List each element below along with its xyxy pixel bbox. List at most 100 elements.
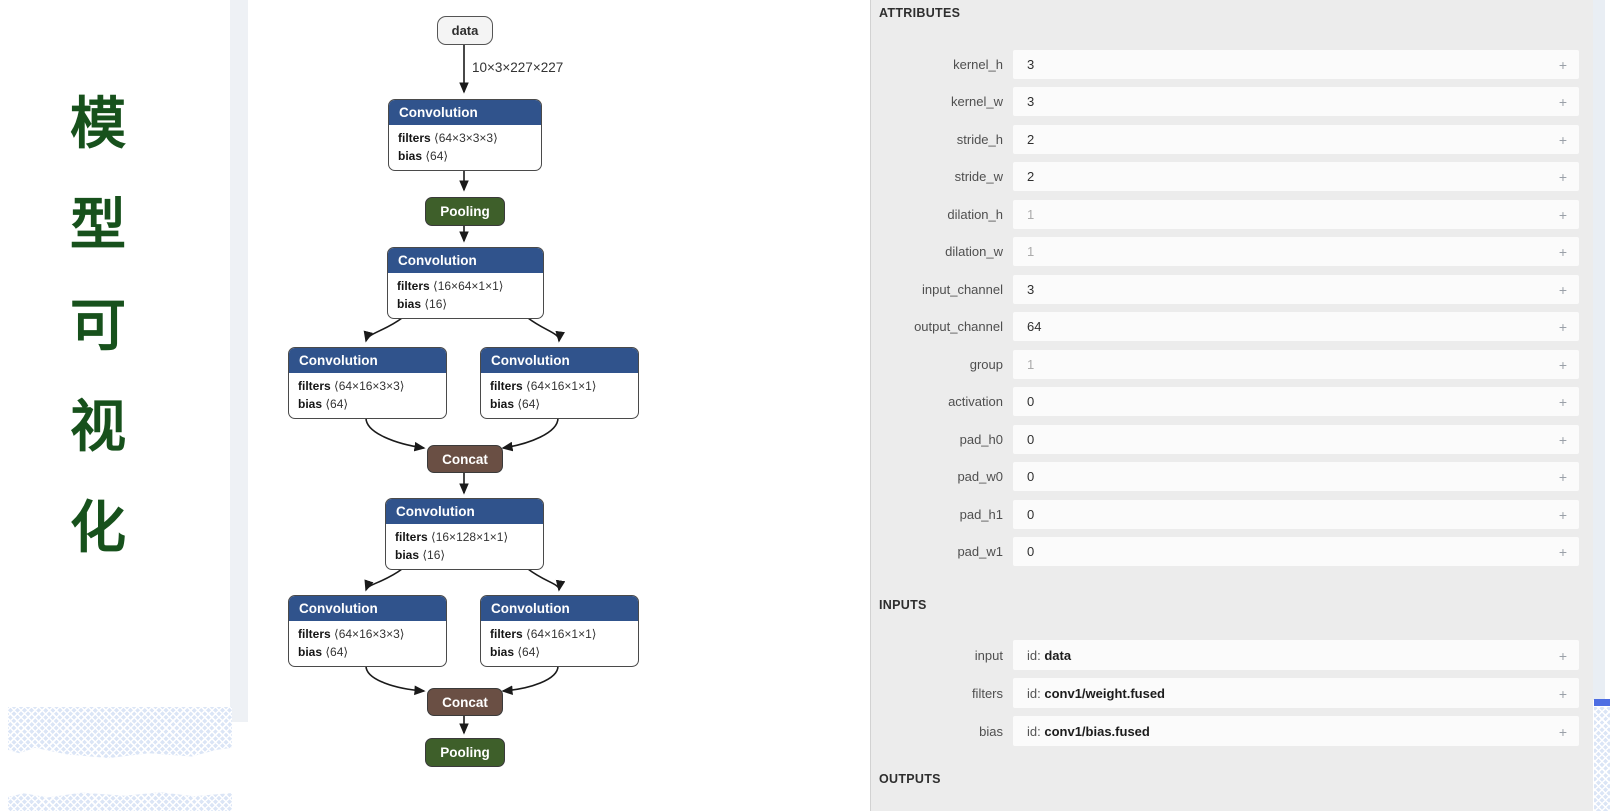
expand-icon[interactable]: + (1558, 319, 1568, 335)
attribute-value-box[interactable] (1013, 500, 1579, 529)
node-pooling[interactable]: Pooling (425, 738, 505, 767)
attribute-label: stride_w (954, 169, 1003, 184)
filters-label: filters (395, 530, 428, 544)
bias-shape: ⟨16⟩ (424, 297, 448, 311)
attribute-value-box[interactable] (1013, 162, 1579, 191)
expand-icon[interactable]: + (1558, 132, 1568, 148)
expand-icon[interactable]: + (1558, 507, 1568, 523)
input-label: input (974, 648, 1003, 663)
expand-icon[interactable]: + (1558, 169, 1568, 185)
filters-label: filters (490, 627, 523, 641)
bias-shape: ⟨16⟩ (422, 548, 446, 562)
node-title: Convolution (386, 499, 543, 524)
node-title: Convolution (388, 248, 543, 273)
expand-icon[interactable]: + (1558, 724, 1568, 740)
expand-icon[interactable]: + (1558, 394, 1568, 410)
expand-icon[interactable]: + (1558, 544, 1568, 560)
attribute-value-box[interactable] (1013, 387, 1579, 416)
bias-shape: ⟨64⟩ (517, 645, 541, 659)
expand-icon[interactable]: + (1558, 432, 1568, 448)
expand-icon[interactable]: + (1558, 207, 1568, 223)
node-title: Convolution (481, 596, 638, 621)
attribute-value-box[interactable] (1013, 125, 1579, 154)
input-id: conv1/bias.fused (1044, 724, 1150, 739)
expand-icon[interactable]: + (1558, 57, 1568, 73)
expand-icon[interactable]: + (1558, 686, 1568, 702)
attribute-value-box[interactable] (1013, 537, 1579, 566)
attribute-value: 3 (1027, 282, 1035, 297)
attribute-label: kernel_w (950, 94, 1003, 109)
node-convolution[interactable]: Convolution filters ⟨64×16×1×1⟩ bias ⟨64… (480, 347, 639, 419)
decorative-band (1594, 707, 1610, 811)
filters-label: filters (298, 627, 331, 641)
node-convolution[interactable]: Convolution filters ⟨64×16×1×1⟩ bias ⟨64… (480, 595, 639, 667)
attribute-value-box[interactable] (1013, 200, 1579, 229)
attribute-value-box[interactable] (1013, 350, 1579, 379)
filters-label: filters (398, 131, 431, 145)
node-pooling[interactable]: Pooling (425, 197, 505, 226)
decorative-band (8, 792, 232, 811)
attribute-value: 1 (1027, 244, 1035, 259)
expand-icon[interactable]: + (1558, 94, 1568, 110)
attribute-value: 3 (1027, 94, 1035, 109)
node-convolution[interactable]: Convolution filters ⟨64×16×3×3⟩ bias ⟨64… (288, 595, 447, 667)
node-title: Convolution (289, 348, 446, 373)
node-convolution[interactable]: Convolution filters ⟨64×3×3×3⟩ bias ⟨64⟩ (388, 99, 542, 171)
node-title: Concat (442, 451, 488, 467)
input-label: bias (979, 724, 1003, 739)
input-value-box[interactable] (1013, 678, 1579, 708)
node-convolution[interactable]: Convolution filters ⟨64×16×3×3⟩ bias ⟨64… (288, 347, 447, 419)
node-title: Convolution (389, 100, 541, 125)
filters-label: filters (397, 279, 430, 293)
node-title: Concat (442, 694, 488, 710)
expand-icon[interactable]: + (1558, 469, 1568, 485)
attribute-value-box[interactable] (1013, 50, 1579, 79)
attribute-label: dilation_w (945, 244, 1003, 259)
filters-shape: ⟨16×64×1×1⟩ (433, 279, 504, 293)
bias-label: bias (397, 297, 422, 311)
expand-icon[interactable]: + (1558, 357, 1568, 373)
title-char: 可 (70, 293, 126, 359)
attribute-label: pad_h1 (959, 507, 1003, 522)
attribute-value-box[interactable] (1013, 237, 1579, 266)
bias-label: bias (395, 548, 420, 562)
attribute-value-box[interactable] (1013, 462, 1579, 491)
expand-icon[interactable]: + (1558, 282, 1568, 298)
attribute-value: 1 (1027, 357, 1035, 372)
bias-shape: ⟨64⟩ (325, 645, 349, 659)
bias-shape: ⟨64⟩ (325, 397, 349, 411)
bias-label: bias (298, 397, 323, 411)
bias-shape: ⟨64⟩ (425, 149, 449, 163)
expand-icon[interactable]: + (1558, 648, 1568, 664)
filters-shape: ⟨16×128×1×1⟩ (431, 530, 509, 544)
id-prefix: id: (1027, 724, 1041, 739)
properties-panel: ATTRIBUTES kernel_h 3 + kernel_w 3 + str… (870, 0, 1593, 811)
input-label: filters (971, 686, 1003, 701)
attribute-label: pad_w1 (957, 544, 1003, 559)
node-title: Convolution (481, 348, 638, 373)
node-data-label: data (451, 23, 479, 38)
title-char: 型 (70, 192, 126, 258)
attribute-label: pad_w0 (957, 469, 1003, 484)
node-concat[interactable]: Concat (427, 688, 503, 716)
node-convolution[interactable]: Convolution filters ⟨16×128×1×1⟩ bias ⟨1… (385, 498, 544, 570)
node-concat[interactable]: Concat (427, 445, 503, 473)
decorative-band (8, 707, 232, 759)
node-data[interactable]: data (437, 16, 493, 45)
node-convolution[interactable]: Convolution filters ⟨16×64×1×1⟩ bias ⟨16… (387, 247, 544, 319)
filters-shape: ⟨64×3×3×3⟩ (434, 131, 498, 145)
attribute-value-box[interactable] (1013, 87, 1579, 116)
slide-vertical-title: 模 型 可 视 化 (70, 96, 134, 601)
expand-icon[interactable]: + (1558, 244, 1568, 260)
bias-shape: ⟨64⟩ (517, 397, 541, 411)
attribute-label: dilation_h (947, 207, 1003, 222)
input-value-box[interactable] (1013, 640, 1579, 670)
filters-label: filters (298, 379, 331, 393)
attribute-value: 3 (1027, 57, 1035, 72)
input-id: conv1/weight.fused (1044, 686, 1165, 701)
attribute-value-box[interactable] (1013, 312, 1579, 341)
attribute-value-box[interactable] (1013, 425, 1579, 454)
input-value-box[interactable] (1013, 716, 1579, 746)
attribute-value-box[interactable] (1013, 275, 1579, 304)
